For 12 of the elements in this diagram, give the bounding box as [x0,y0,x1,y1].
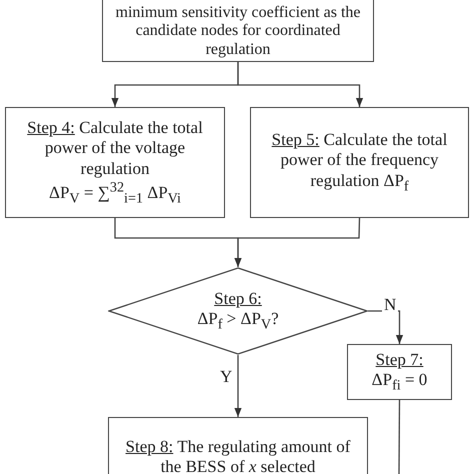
process-box: Step 5: Calculate the total power of the frequency regulation ΔP$_{f}$ [250,107,469,218]
process-box: Step 7: ΔP$_{fi}$ = 0 [347,344,452,400]
arrow [234,355,242,417]
process-box: Step 8: The regulating amount of the BESS of x selected [108,417,368,474]
decision-diamond: Step 6: ΔP$_{f}$ > ΔP$_{V}$? [108,267,368,355]
edge-label: N [382,296,398,315]
process-box: Step 4: Calculate the total power of the voltage regulation ΔP$_{V}$ = ∑$^{32}$$_{i=1}$ ΔP$_{Vi}$ [5,107,225,218]
process-box: minimum sensitivity coefficient as the candidate nodes for coordinated regulation [102,0,374,62]
arrow [234,218,360,267]
connector-line [398,400,400,474]
arrow [237,62,364,107]
arrow [368,310,404,344]
